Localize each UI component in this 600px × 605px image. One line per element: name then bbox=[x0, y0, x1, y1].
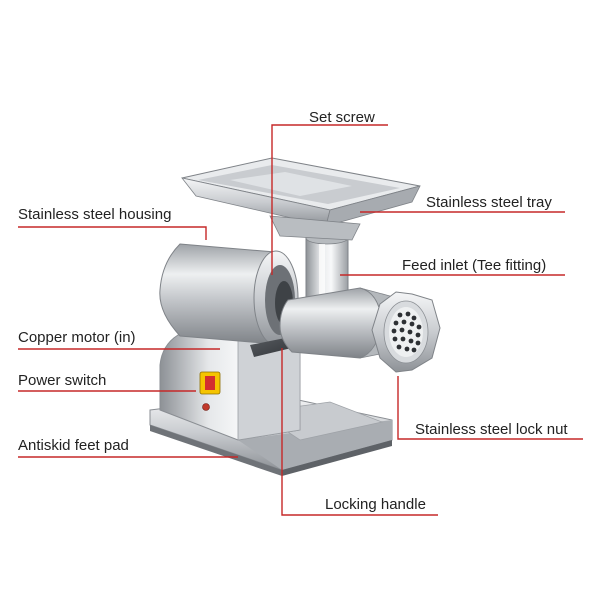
tray bbox=[182, 158, 420, 240]
label-set-screw: Set screw bbox=[309, 109, 375, 127]
label-feed-inlet: Feed inlet (Tee fitting) bbox=[402, 257, 546, 275]
label-copper-motor: Copper motor (in) bbox=[18, 329, 136, 347]
label-antiskid-feet-pad: Antiskid feet pad bbox=[18, 437, 129, 455]
grinder-head bbox=[280, 288, 390, 358]
feed-tube bbox=[306, 232, 348, 298]
label-stainless-steel-tray: Stainless steel tray bbox=[426, 194, 552, 212]
lock-nut-plate bbox=[372, 292, 440, 372]
line-housing bbox=[18, 227, 206, 240]
label-power-switch: Power switch bbox=[18, 372, 106, 390]
motor-housing bbox=[160, 244, 298, 345]
label-locking-handle: Locking handle bbox=[325, 496, 426, 514]
label-lock-nut: Stainless steel lock nut bbox=[415, 421, 568, 439]
label-stainless-steel-housing: Stainless steel housing bbox=[18, 206, 171, 224]
